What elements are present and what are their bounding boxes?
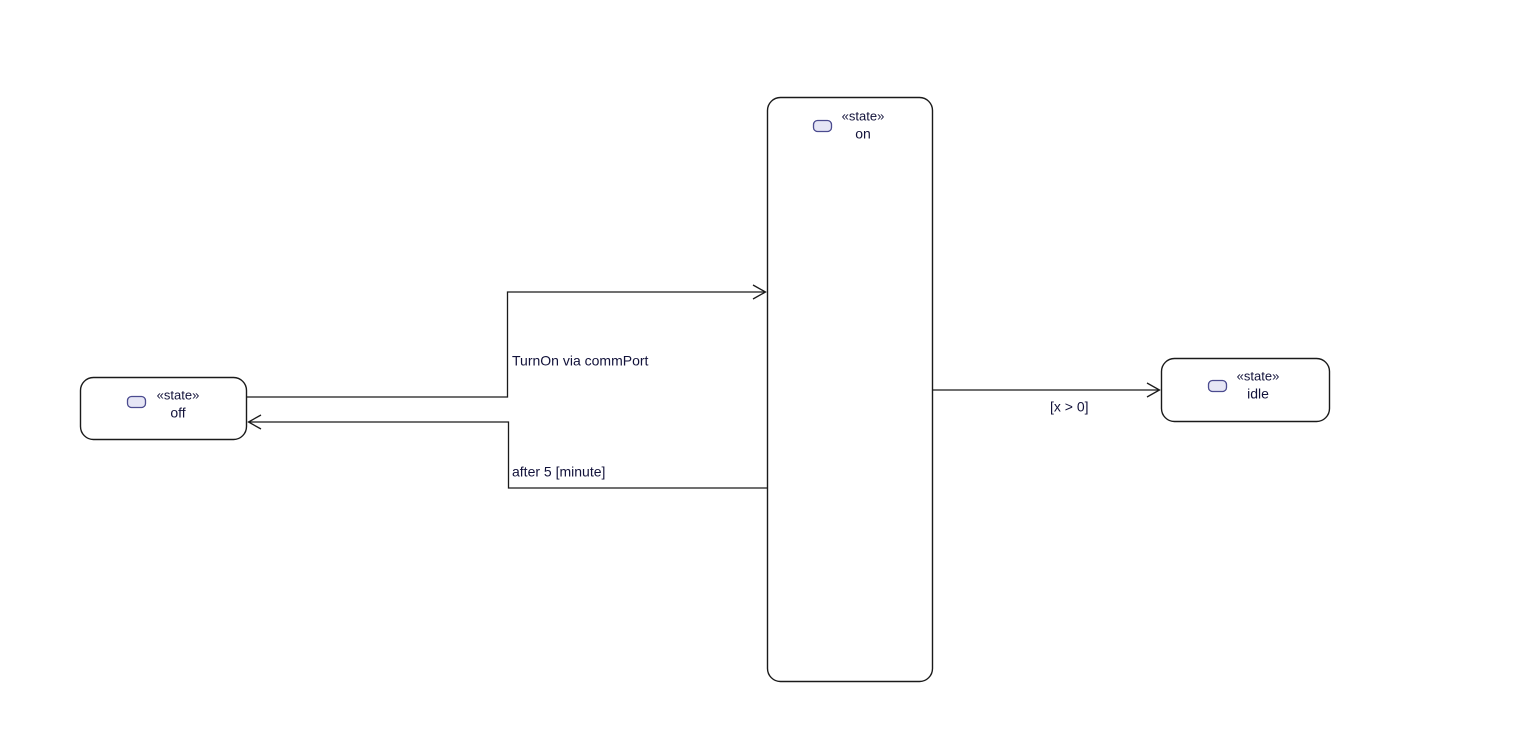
state-icon: [1207, 379, 1228, 393]
state-idle-box: [1160, 357, 1331, 423]
state-on-stereotype: «state»: [842, 108, 885, 123]
state-on[interactable]: «state» on: [766, 96, 934, 683]
transition-off-to-on-arrowhead: [752, 284, 767, 300]
state-icon: [812, 119, 833, 133]
state-idle-stereotype: «state»: [1237, 368, 1280, 383]
state-idle-name: idle: [1247, 386, 1269, 402]
state-idle[interactable]: «state» idle: [1160, 357, 1331, 423]
transition-off-to-on-label: TurnOn via commPort: [512, 353, 649, 369]
state-off[interactable]: «state» off: [79, 376, 248, 441]
state-off-stereotype: «state»: [157, 387, 200, 402]
transition-on-to-idle-arrowhead: [1146, 382, 1161, 398]
state-on-box: [766, 96, 934, 683]
transition-off-to-on[interactable]: TurnOn via commPort: [247, 284, 767, 398]
state-icon: [126, 395, 147, 409]
transition-on-to-idle-label: [x > 0]: [1050, 399, 1089, 415]
transition-on-to-off-label: after 5 [minute]: [512, 464, 605, 480]
transition-on-to-off-line: [250, 421, 767, 489]
state-on-name: on: [855, 126, 871, 142]
transition-on-to-off-arrowhead: [247, 414, 262, 430]
transition-on-to-off[interactable]: after 5 [minute]: [247, 414, 768, 489]
transition-off-to-on-line: [247, 291, 764, 398]
state-off-name: off: [170, 405, 185, 421]
state-off-box: [79, 376, 248, 441]
transition-on-to-idle[interactable]: [x > 0]: [933, 382, 1161, 415]
